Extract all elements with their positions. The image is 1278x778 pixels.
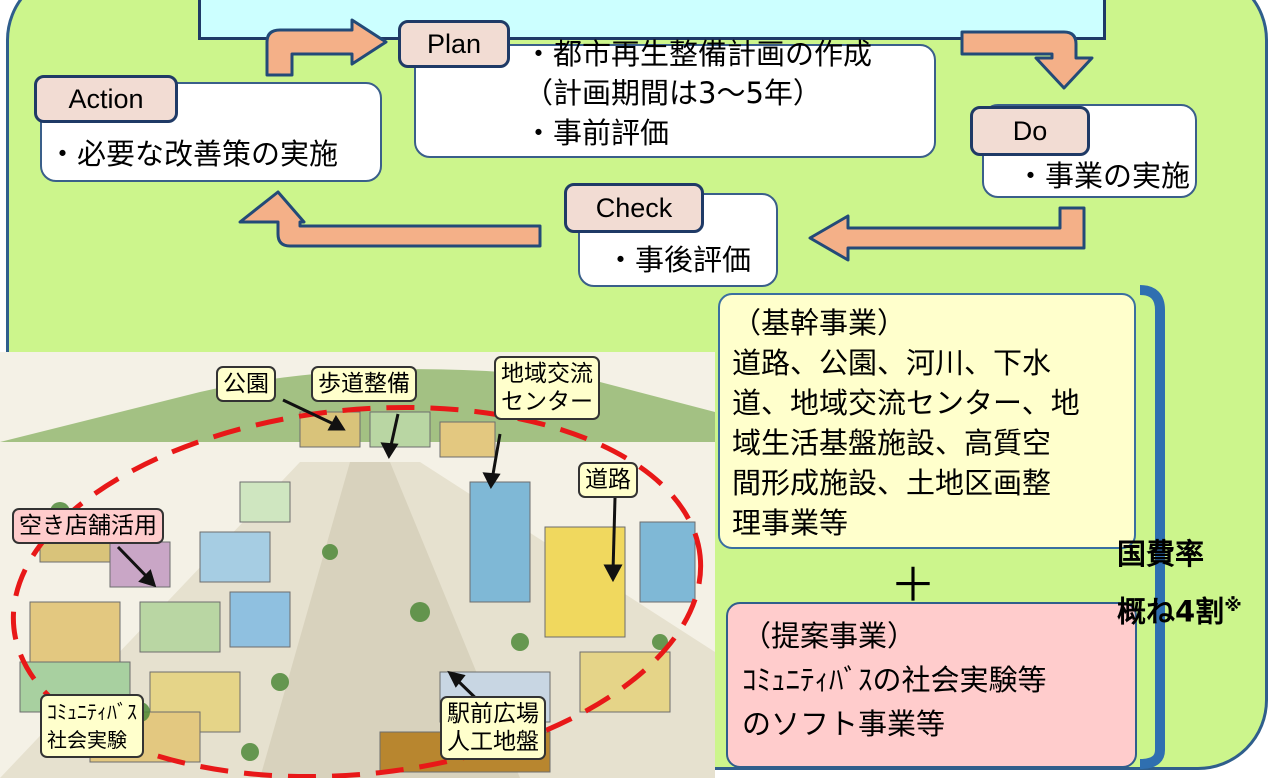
label-sidewalk: 歩道整備: [311, 366, 417, 402]
label-station-plaza: 駅前広場 人工地盤: [440, 696, 546, 760]
plan-tag: Plan: [398, 20, 510, 68]
subsidy-rate-line-2: 概ね4割※: [1117, 580, 1242, 638]
label-vacant-store: 空き店舗活用: [12, 508, 164, 544]
town-illustration: 公園 歩道整備 地域交流 センター 道路 空き店舗活用 ｺﾐｭﾆﾃｨﾊﾞｽ 社会…: [0, 352, 715, 778]
core-projects-line-2: 道、地域交流センター、地: [732, 386, 1080, 420]
label-community-center-line-1: 地域交流: [501, 361, 593, 387]
check-line-1: ・事後評価: [606, 243, 752, 277]
proposal-projects-heading: （提案事業）: [742, 619, 917, 653]
check-to-action-arrow: [238, 190, 542, 248]
label-park: 公園: [216, 366, 276, 402]
action-to-plan-arrow: [265, 18, 388, 77]
do-line-1: ・事業の実施: [1016, 159, 1191, 193]
label-station-plaza-line-2: 人工地盤: [447, 729, 539, 755]
subsidy-note-mark: ※: [1224, 595, 1242, 616]
check-tag: Check: [564, 183, 704, 233]
label-community-bus-line-1: ｺﾐｭﾆﾃｨﾊﾞｽ: [47, 700, 137, 724]
plus-sign: ＋: [890, 558, 936, 612]
action-tag: Action: [34, 75, 178, 123]
proposal-projects-box: （提案事業） ｺﾐｭﾆﾃｨﾊﾞｽの社会実験等 のソフト事業等: [726, 602, 1137, 768]
plan-line-2: （計画期間は3～5年）: [524, 76, 822, 110]
plan-line-3: ・事前評価: [524, 116, 670, 150]
action-line-1: ・必要な改善策の実施: [48, 137, 339, 171]
plan-line-1: ・都市再生整備計画の作成: [524, 37, 873, 71]
subsidy-rate-value: 概ね4割: [1117, 594, 1225, 629]
do-tag: Do: [970, 106, 1090, 156]
do-to-check-arrow: [808, 206, 1086, 262]
subsidy-rate: 国費率 概ね4割※: [1117, 528, 1242, 638]
core-projects-line-4: 間形成施設、土地区画整: [732, 466, 1052, 500]
label-road: 道路: [578, 462, 638, 498]
proposal-projects-line-2: のソフト事業等: [742, 707, 946, 741]
core-projects-line-5: 理事業等: [732, 506, 849, 540]
label-community-bus-line-2: 社会実験: [47, 728, 127, 752]
core-projects-box: （基幹事業） 道路、公園、河川、下水 道、地域交流センター、地 域生活基盤施設、…: [718, 293, 1136, 549]
core-projects-line-3: 域生活基盤施設、高質空: [732, 426, 1052, 460]
subsidy-rate-line-1: 国費率: [1117, 537, 1205, 571]
core-projects-heading: （基幹事業）: [732, 306, 907, 340]
plan-to-do-arrow: [960, 30, 1094, 90]
label-community-bus: ｺﾐｭﾆﾃｨﾊﾞｽ 社会実験: [40, 694, 144, 758]
core-projects-line-1: 道路、公園、河川、下水: [732, 346, 1052, 380]
proposal-projects-line-1: ｺﾐｭﾆﾃｨﾊﾞｽの社会実験等: [742, 663, 1047, 697]
label-community-center-line-2: センター: [501, 389, 593, 415]
label-station-plaza-line-1: 駅前広場: [447, 701, 539, 727]
label-community-center: 地域交流 センター: [494, 356, 600, 420]
